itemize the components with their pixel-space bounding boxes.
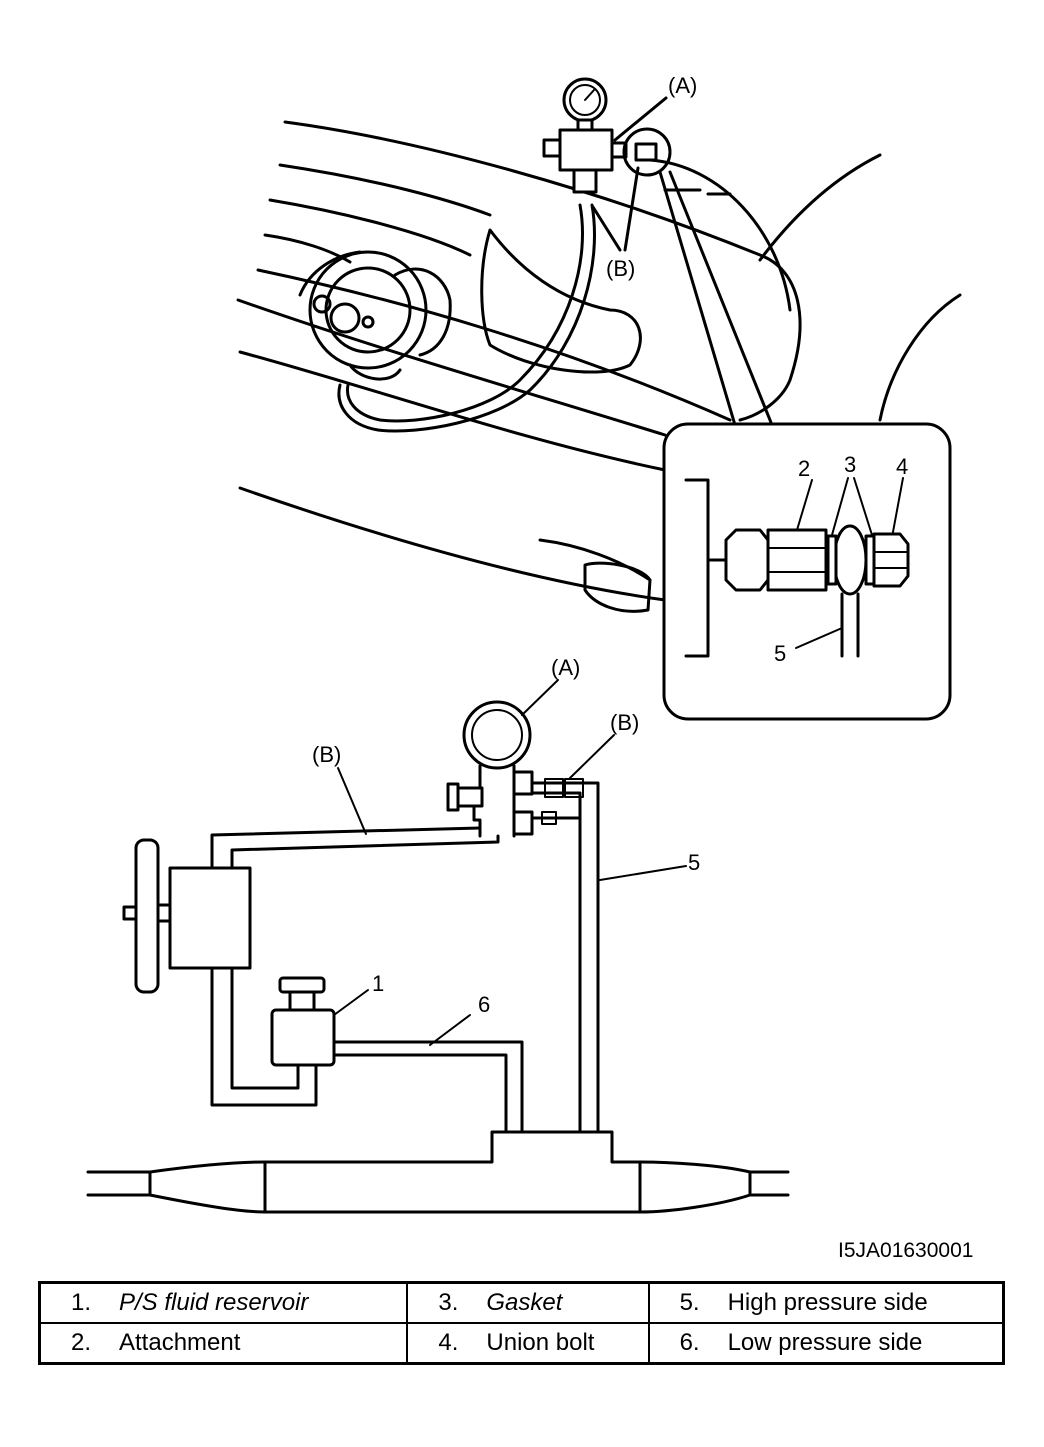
hose-label-left: (B): [312, 742, 341, 767]
hose-b-top: [337, 203, 596, 433]
legend-text: Gasket: [486, 1289, 563, 1316]
pump-pulley-illustration: [298, 250, 452, 381]
legend-text: Attachment: [119, 1329, 241, 1356]
detail-label-high-pressure: 5: [774, 641, 786, 666]
legend-row: 2. Attachment 4. Union bolt 6. Low pressure…: [38, 1322, 1005, 1365]
legend-cell: 1. P/S fluid reservoir: [38, 1281, 409, 1324]
legend-row: 1. P/S fluid reservoir 3. Gasket 5. High pr…: [38, 1281, 1005, 1324]
high-pressure-label: 5: [688, 850, 700, 875]
legend-number: 3.: [438, 1289, 459, 1316]
legend-cell: 6. Low pressure side: [647, 1322, 1005, 1365]
detail-callout-lines: [591, 96, 774, 427]
schematic-leader-lines: [333, 679, 687, 1046]
legend-cell: 4. Union bolt: [406, 1322, 650, 1365]
legend-cell: 2. Attachment: [38, 1322, 409, 1365]
detail-inset: 2 3 4 5: [662, 422, 952, 721]
figure-code: I5JA01630001: [838, 1239, 974, 1262]
hose-b-left: [210, 826, 500, 872]
legend-text: High pressure side: [727, 1289, 928, 1316]
legend-number: 4.: [438, 1329, 459, 1356]
hose-label-right: (B): [610, 710, 639, 735]
pressure-gauge-bottom: [446, 700, 534, 838]
hose-label-top: (B): [606, 256, 635, 281]
fluid-reservoir: [270, 976, 336, 1067]
detail-leader-lines: [795, 477, 904, 649]
legend-text: Union bolt: [486, 1329, 595, 1356]
legend-text: P/S fluid reservoir: [119, 1289, 309, 1316]
detail-label-gasket: 3: [844, 452, 856, 477]
low-pressure-label: 6: [478, 992, 490, 1017]
return-line: [210, 966, 318, 1107]
t-connector-pipe: [86, 1130, 790, 1214]
legend-number: 1.: [71, 1289, 92, 1316]
reservoir-label: 1: [372, 971, 384, 996]
legend-cell: 3. Gasket: [406, 1281, 650, 1324]
gauge-label-top: (A): [668, 73, 697, 98]
legend-number: 2.: [71, 1329, 92, 1356]
gauge-label-bottom: (A): [551, 655, 580, 680]
low-pressure-line: [332, 1040, 524, 1134]
legend-number: 6.: [679, 1329, 700, 1356]
legend-cell: 5. High pressure side: [647, 1281, 1005, 1324]
vehicle-body-outline: [236, 120, 962, 613]
gauge-assembly-top: [542, 77, 672, 194]
detail-label-attachment: 2: [798, 456, 810, 481]
detail-label-union-bolt: 4: [896, 454, 908, 479]
legend-table: 1. P/S fluid reservoir 3. Gasket 5. High pr…: [38, 1281, 1005, 1365]
pump-unit: [122, 838, 252, 994]
hose-b-right: [530, 778, 600, 1134]
legend-text: Low pressure side: [727, 1329, 923, 1356]
legend-number: 5.: [679, 1289, 700, 1316]
